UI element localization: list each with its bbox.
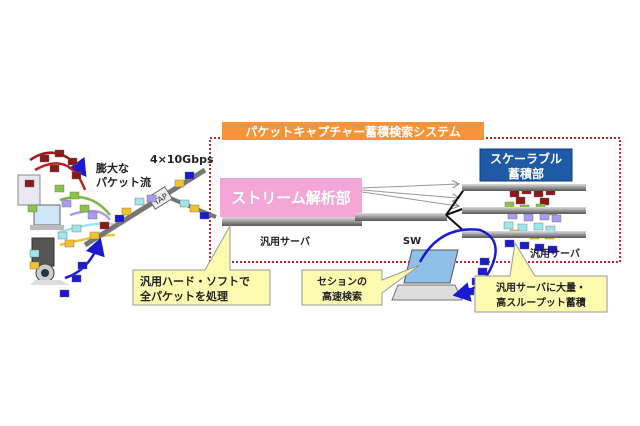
packet-icon bbox=[504, 239, 515, 248]
packet-icon bbox=[54, 184, 65, 193]
packet-icon bbox=[534, 243, 545, 252]
packet-icon bbox=[547, 245, 558, 254]
switch-label: SW bbox=[403, 236, 421, 247]
svg-text:汎用サーバに大量・: 汎用サーバに大量・ bbox=[496, 281, 586, 294]
server-label-left: 汎用サーバ bbox=[260, 235, 310, 248]
scalable-storage-label-2: 蓄積部 bbox=[508, 166, 544, 181]
packet-icon bbox=[199, 211, 210, 220]
packet-icon bbox=[77, 261, 88, 270]
laptop-icon bbox=[391, 249, 463, 301]
server-label-right: 汎用サーバ bbox=[530, 247, 580, 260]
analysis-server bbox=[222, 217, 362, 226]
storage-server-1 bbox=[462, 184, 586, 191]
packet-icon bbox=[59, 289, 70, 298]
scalable-storage-label-1: スケーラブル bbox=[490, 151, 562, 166]
storage-server-3 bbox=[462, 231, 586, 238]
packet-icon bbox=[24, 179, 35, 188]
packet-icon bbox=[509, 189, 520, 198]
packet-icon bbox=[29, 261, 40, 270]
packet-icon bbox=[533, 189, 544, 198]
packet-icon bbox=[477, 267, 488, 276]
svg-text:高スループット蓄積: 高スループット蓄積 bbox=[496, 296, 586, 309]
storage-server-2 bbox=[462, 207, 586, 214]
bandwidth-label: 4×10Gbps bbox=[150, 153, 214, 166]
packet-icon bbox=[503, 221, 514, 230]
packet-icon bbox=[114, 214, 125, 223]
packet-icon bbox=[179, 199, 190, 208]
camera-icon bbox=[30, 263, 70, 285]
packet-icon bbox=[67, 157, 78, 166]
system-title-box bbox=[222, 122, 484, 140]
svg-text:セションの: セションの bbox=[317, 276, 367, 288]
packet-icon bbox=[515, 196, 526, 205]
packet-icon bbox=[551, 214, 562, 223]
packet-icon bbox=[61, 199, 72, 208]
packet-icon bbox=[39, 154, 50, 163]
packet-icon bbox=[89, 231, 100, 240]
packet-icon bbox=[71, 171, 82, 180]
packet-icon bbox=[99, 221, 110, 230]
svg-text:汎用ハード・ソフトで: 汎用ハード・ソフトで bbox=[140, 274, 250, 288]
packet-icon bbox=[184, 171, 195, 180]
callout-search: セションの 高速検索 bbox=[301, 264, 421, 306]
stream-analysis-label: ストリーム解析部 bbox=[231, 189, 351, 207]
callout-processing: 汎用ハード・ソフトで 全パケットを処理 bbox=[132, 224, 271, 306]
svg-text:全パケットを処理: 全パケットを処理 bbox=[139, 289, 228, 303]
network-link bbox=[83, 167, 207, 248]
packet-icon bbox=[71, 224, 82, 233]
packet-icon bbox=[539, 212, 550, 221]
packet-icon bbox=[523, 213, 534, 222]
network-switch bbox=[355, 213, 447, 221]
packet-flow-label-1: 膨大な bbox=[95, 161, 129, 175]
desktop-pc-icon bbox=[30, 204, 64, 230]
packet-icon bbox=[189, 204, 200, 213]
scalable-storage-box bbox=[479, 148, 573, 182]
distribution-arrows bbox=[361, 184, 458, 206]
stream-analysis-box bbox=[220, 178, 362, 217]
packet-icon bbox=[49, 164, 60, 173]
packet-icon bbox=[517, 223, 528, 232]
packet-icon bbox=[87, 211, 98, 220]
svg-text:高速検索: 高速検索 bbox=[322, 290, 362, 303]
packet-icon bbox=[519, 241, 530, 250]
packet-icon bbox=[121, 207, 132, 216]
packet-icon bbox=[79, 204, 90, 213]
packet-icon bbox=[27, 204, 38, 213]
packet-icon bbox=[71, 274, 82, 283]
callout-storage: 汎用サーバに大量・ 高スループット蓄積 bbox=[474, 241, 608, 313]
system-title: パケットキャプチャー蓄積検索システム bbox=[245, 124, 461, 139]
packet-icon bbox=[29, 249, 40, 258]
packet-icon bbox=[146, 194, 157, 203]
packet-icon bbox=[479, 257, 490, 266]
packet-flow-label-2: パケット流 bbox=[96, 175, 151, 189]
packet-icon bbox=[134, 197, 145, 206]
packet-icon bbox=[64, 239, 75, 248]
packet-icon bbox=[174, 179, 185, 188]
packet-icon bbox=[57, 231, 68, 240]
packet-icon bbox=[533, 222, 544, 231]
packet-icon bbox=[54, 149, 65, 158]
packet-icon bbox=[69, 191, 80, 200]
server-tower-icon bbox=[17, 174, 41, 206]
